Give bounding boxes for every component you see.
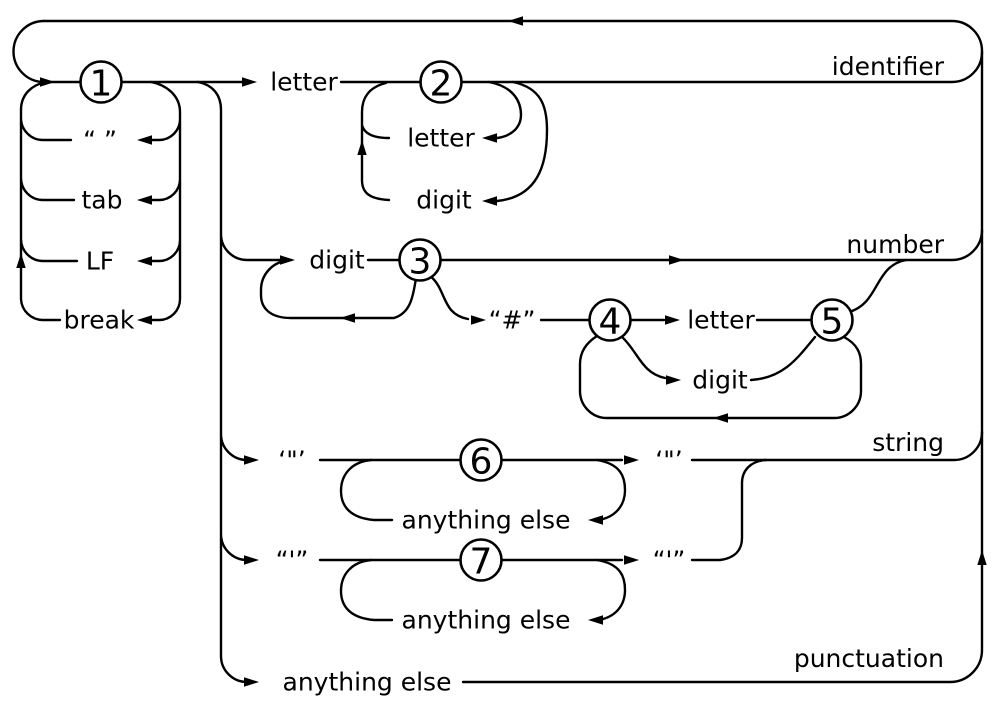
arrow-main-merge bbox=[40, 77, 55, 87]
state4-digit-branch bbox=[619, 334, 667, 380]
terminal-letter-main: letter bbox=[270, 68, 338, 97]
arrow-state4-digit bbox=[666, 375, 681, 385]
state-5-label: 5 bbox=[821, 302, 844, 343]
digit-to-state5-curve bbox=[749, 335, 817, 382]
left-hairpin bbox=[12, 19, 46, 84]
arrow-row7-loop bbox=[588, 615, 603, 625]
state-node-3 bbox=[398, 238, 442, 282]
terminal-open-squote: “'” bbox=[276, 546, 309, 575]
labels: 1 2 3 4 5 6 7 “ ” tab LF break letter le… bbox=[64, 52, 945, 697]
output-string-label: string bbox=[872, 428, 944, 457]
terminal-anything-else-punct: anything else bbox=[283, 668, 452, 697]
arrow-after-state6 bbox=[624, 455, 639, 465]
arrow-after-state4 bbox=[665, 315, 680, 325]
arrow-row6-loop bbox=[588, 515, 603, 525]
arrow-collector-up bbox=[977, 550, 987, 565]
output-number-label: number bbox=[846, 230, 944, 259]
state3-digit-loop bbox=[259, 258, 418, 320]
arrow-row6-entry bbox=[244, 455, 259, 465]
terminal-letter-s2loop: letter bbox=[407, 124, 475, 153]
state-2-label: 2 bbox=[430, 64, 453, 105]
branch-vertical bbox=[196, 80, 283, 684]
terminal-lf: LF bbox=[86, 247, 114, 276]
arrow-big-loop bbox=[713, 413, 728, 423]
terminal-quoted-hash: “#” bbox=[489, 306, 536, 335]
state-node-1 bbox=[79, 60, 123, 104]
state-node-2 bbox=[419, 60, 463, 104]
state-nodes bbox=[79, 60, 854, 582]
arrow-ws-break bbox=[137, 315, 152, 325]
arrow-s2-letter bbox=[482, 133, 497, 143]
ws-loop-right bbox=[149, 80, 182, 322]
state-4-label: 4 bbox=[599, 302, 622, 343]
arrowheads bbox=[16, 16, 987, 687]
output-punctuation-label: punctuation bbox=[794, 644, 944, 673]
state-6-label: 6 bbox=[470, 442, 493, 483]
arrow-s2-digit bbox=[482, 196, 497, 206]
arrow-to-letter bbox=[242, 77, 257, 87]
main-line bbox=[42, 50, 984, 84]
state3-hash-branch bbox=[428, 274, 470, 321]
terminal-letter-hex: letter bbox=[687, 306, 755, 335]
state-node-7 bbox=[459, 538, 503, 582]
arrow-ws-lf bbox=[137, 256, 152, 266]
connector-lines bbox=[12, 19, 984, 684]
arrow-ws-space bbox=[137, 135, 152, 145]
arrow-row7-entry bbox=[244, 555, 259, 565]
state7-loop bbox=[339, 558, 627, 622]
state6-loop bbox=[339, 458, 627, 522]
arrow-punct-entry bbox=[244, 677, 259, 687]
arrow-to-hash bbox=[471, 315, 486, 325]
arrow-number-line bbox=[669, 255, 684, 265]
state-node-4 bbox=[588, 298, 632, 342]
output-identifier-label: identifier bbox=[832, 52, 945, 81]
terminal-digit-s2loop: digit bbox=[416, 186, 472, 215]
arrow-return-left bbox=[508, 16, 523, 26]
arrow-ws-up bbox=[16, 253, 26, 268]
number-line bbox=[366, 228, 984, 262]
arrow-number-entry bbox=[280, 255, 295, 265]
terminal-close-dquote: ‘"’ bbox=[655, 446, 682, 475]
terminal-tab: tab bbox=[82, 186, 123, 215]
arrow-after-state7 bbox=[624, 555, 639, 565]
return-and-right-collector-line bbox=[42, 19, 984, 684]
state-node-6 bbox=[459, 438, 503, 482]
terminal-close-squote: “'” bbox=[653, 546, 686, 575]
terminal-quoted-space: “ ” bbox=[83, 126, 117, 155]
terminal-anything-else-7: anything else bbox=[402, 606, 571, 635]
ws-loop-left bbox=[19, 80, 79, 322]
state-node-5 bbox=[810, 298, 854, 342]
terminal-break: break bbox=[64, 306, 135, 335]
terminal-digit-hex: digit bbox=[692, 366, 748, 395]
arrow-ws-tab bbox=[137, 195, 152, 205]
arrow-s2-up bbox=[357, 140, 367, 155]
state-3-label: 3 bbox=[409, 242, 432, 283]
arrow-digit-loop bbox=[340, 313, 355, 323]
state-7-label: 7 bbox=[470, 542, 493, 583]
state5-exit-curve bbox=[847, 258, 908, 314]
terminal-open-dquote: ‘"’ bbox=[278, 446, 305, 475]
terminal-anything-else-6: anything else bbox=[402, 506, 571, 535]
terminal-digit-number: digit bbox=[309, 246, 365, 275]
state-1-label: 1 bbox=[90, 64, 113, 105]
